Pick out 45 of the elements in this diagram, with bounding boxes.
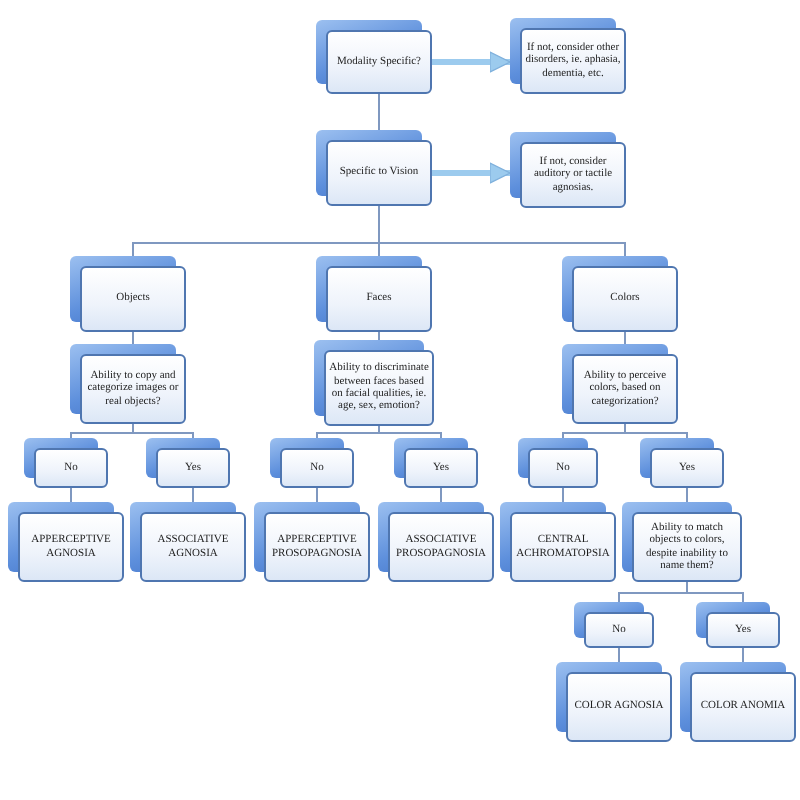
diagnosis-box bbox=[8, 502, 124, 582]
diagnosis-box bbox=[254, 502, 370, 582]
arrow bbox=[432, 162, 511, 184]
connector-line bbox=[378, 205, 626, 257]
connector-line bbox=[624, 331, 626, 345]
connector-line bbox=[132, 331, 134, 345]
connector-line bbox=[378, 331, 380, 341]
connector-line bbox=[618, 647, 620, 663]
connector-line bbox=[624, 423, 688, 439]
answer-box bbox=[640, 438, 724, 488]
answer-box bbox=[574, 602, 654, 648]
connector-line bbox=[742, 647, 744, 663]
connector-line bbox=[378, 425, 442, 439]
answer-box bbox=[270, 438, 354, 488]
decision-box bbox=[316, 20, 432, 94]
category-box bbox=[316, 256, 432, 332]
decision-box bbox=[622, 502, 742, 582]
diagnosis-box bbox=[130, 502, 246, 582]
answer-box bbox=[696, 602, 780, 648]
connector-line bbox=[132, 423, 194, 439]
answer-box bbox=[518, 438, 598, 488]
diagnosis-box bbox=[500, 502, 616, 582]
decision-box bbox=[562, 344, 678, 424]
connector-line bbox=[562, 487, 564, 503]
diagnosis-box bbox=[378, 502, 494, 582]
diagnosis-box bbox=[556, 662, 672, 742]
connector-line bbox=[440, 487, 442, 503]
category-box bbox=[562, 256, 678, 332]
connector-line bbox=[192, 487, 194, 503]
answer-box bbox=[24, 438, 108, 488]
decision-box bbox=[316, 130, 432, 206]
note-box bbox=[510, 18, 626, 94]
connector-line bbox=[316, 487, 318, 503]
decision-box bbox=[314, 340, 434, 426]
decision-box bbox=[70, 344, 186, 424]
answer-box bbox=[146, 438, 230, 488]
connector-line bbox=[686, 487, 688, 503]
connector-line bbox=[70, 487, 72, 503]
category-box bbox=[70, 256, 186, 332]
answer-box bbox=[394, 438, 478, 488]
connector-line bbox=[378, 93, 380, 131]
arrow bbox=[432, 51, 511, 73]
note-box bbox=[510, 132, 626, 208]
diagnosis-box bbox=[680, 662, 796, 742]
connector-line bbox=[686, 581, 744, 603]
